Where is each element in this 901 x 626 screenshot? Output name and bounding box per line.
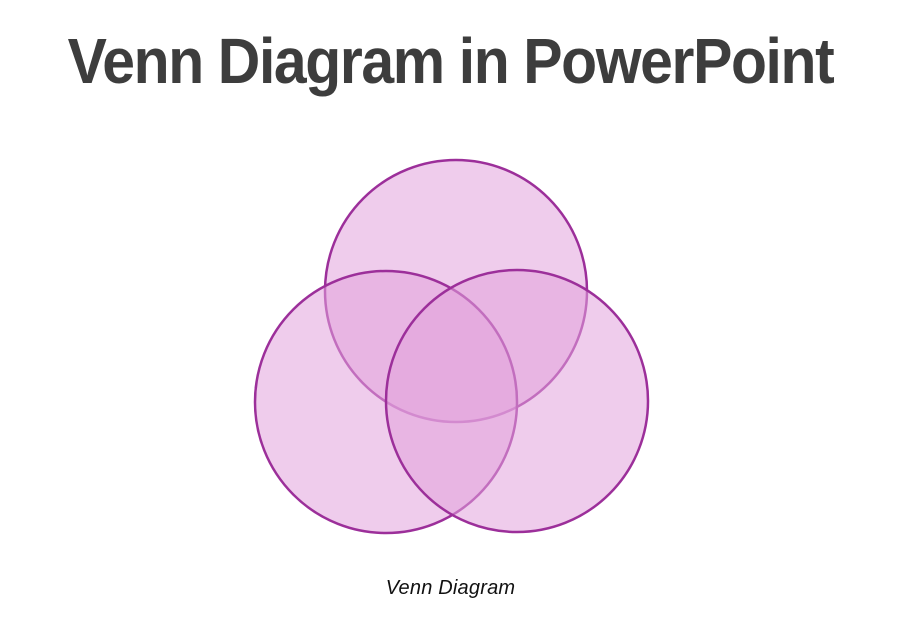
diagram-caption: Venn Diagram — [385, 577, 516, 599]
venn-circle-bottom-right — [384, 268, 650, 534]
page-title: Venn Diagram in PowerPoint — [67, 25, 835, 97]
